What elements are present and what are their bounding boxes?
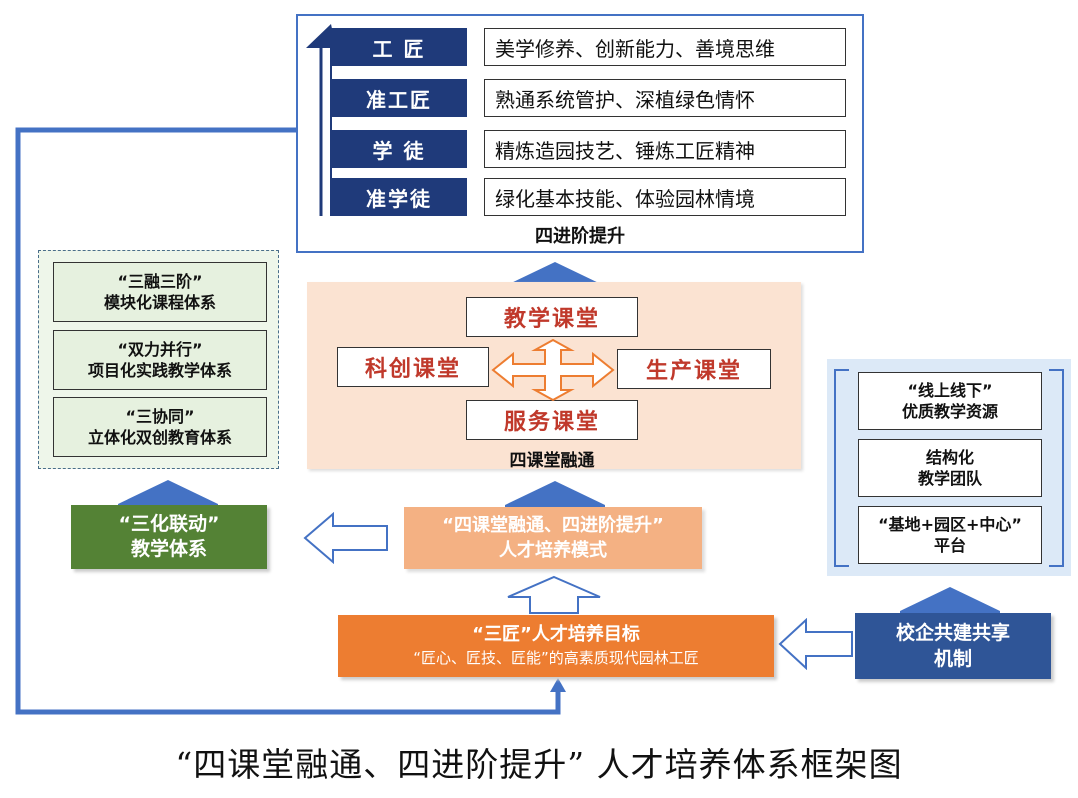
mechanism-line1: 校企共建共享 xyxy=(895,622,1010,644)
four-way-arrow-icon xyxy=(491,338,615,402)
feedback-arrow-head xyxy=(550,678,566,692)
level-apprentice-desc: 精炼造园技艺、锤炼工匠精神 xyxy=(484,130,846,168)
chevron-up-icon xyxy=(118,480,218,506)
level-quasi-craftsman: 准工匠 xyxy=(331,79,467,117)
system-practice-line1: “双力并行” xyxy=(117,340,203,359)
platform-bracket-icon xyxy=(834,369,1064,567)
system-course: “三融三阶” 模块化课程体系 xyxy=(53,262,267,322)
level-apprentice: 学 徒 xyxy=(331,130,467,168)
level-quasi-apprentice-desc: 绿化基本技能、体验园林情境 xyxy=(484,178,846,216)
classroom-caption: 四课堂融通 xyxy=(509,450,595,471)
platform-team-line1: 结构化 xyxy=(925,448,974,467)
classroom-innovation: 科创课堂 xyxy=(337,347,489,387)
system-innovation-line1: “三协同” xyxy=(125,407,195,426)
arrow-left-icon xyxy=(778,618,853,670)
platform-base-line1: “基地+园区+中心” xyxy=(878,515,1022,534)
platform-base-line2: 平台 xyxy=(933,536,966,555)
level-quasi-apprentice: 准学徒 xyxy=(331,178,467,216)
talent-goal-line2: “匠心、匠技、匠能”的高素质现代园林工匠 xyxy=(413,649,699,667)
system-innovation-line2: 立体化双创教育体系 xyxy=(87,428,232,447)
classroom-production: 生产课堂 xyxy=(617,349,771,389)
level-quasi-craftsman-desc: 熟通系统管护、深植绿色情怀 xyxy=(484,79,846,117)
platform-resources-line1: “线上线下” xyxy=(907,381,993,400)
training-mode-line2: 人才培养模式 xyxy=(499,540,607,561)
feedback-loop-line xyxy=(15,127,561,715)
system-innovation: “三协同” 立体化双创教育体系 xyxy=(53,397,267,457)
system-practice: “双力并行” 项目化实践教学体系 xyxy=(53,330,267,390)
training-mode-box: “四课堂融通、四进阶提升” 人才培养模式 xyxy=(404,507,702,569)
ladder-caption: 四进阶提升 xyxy=(535,226,625,247)
arrow-up-icon xyxy=(507,575,601,614)
talent-goal-box: “三匠”人才培养目标 “匠心、匠技、匠能”的高素质现代园林工匠 xyxy=(338,615,774,677)
system-course-line1: “三融三阶” xyxy=(117,272,203,291)
classroom-teaching: 教学课堂 xyxy=(466,297,638,337)
figure-title: “四课堂融通、四进阶提升” 人才培养体系框架图 xyxy=(175,745,903,784)
platform-resources-line2: 优质教学资源 xyxy=(901,402,998,421)
talent-goal-line1: “三匠”人才培养目标 xyxy=(472,624,640,645)
teaching-system-line2: 教学体系 xyxy=(130,538,207,560)
teaching-system-line1: “三化联动” xyxy=(118,513,220,535)
teaching-system-box: “三化联动” 教学体系 xyxy=(71,505,267,569)
classroom-service: 服务课堂 xyxy=(466,400,638,440)
mechanism-line2: 机制 xyxy=(933,648,972,670)
level-craftsman: 工 匠 xyxy=(331,28,467,66)
chevron-up-icon xyxy=(505,481,605,507)
platform-resources: “线上线下” 优质教学资源 xyxy=(858,372,1042,430)
level-craftsman-desc: 美学修养、创新能力、善境思维 xyxy=(484,28,846,66)
ladder-arrow-head xyxy=(306,24,336,48)
mechanism-box: 校企共建共享 机制 xyxy=(855,613,1051,679)
platform-team: 结构化 教学团队 xyxy=(858,439,1042,497)
chevron-up-icon xyxy=(505,262,605,288)
platform-base: “基地+园区+中心” 平台 xyxy=(858,506,1042,564)
arrow-left-icon xyxy=(303,512,388,564)
system-practice-line2: 项目化实践教学体系 xyxy=(87,361,232,380)
chevron-up-icon xyxy=(900,587,1000,613)
training-mode-line1: “四课堂融通、四进阶提升” xyxy=(442,515,664,536)
ladder-arrow-line xyxy=(319,26,333,216)
system-course-line2: 模块化课程体系 xyxy=(103,293,216,312)
platform-team-line2: 教学团队 xyxy=(917,469,982,488)
